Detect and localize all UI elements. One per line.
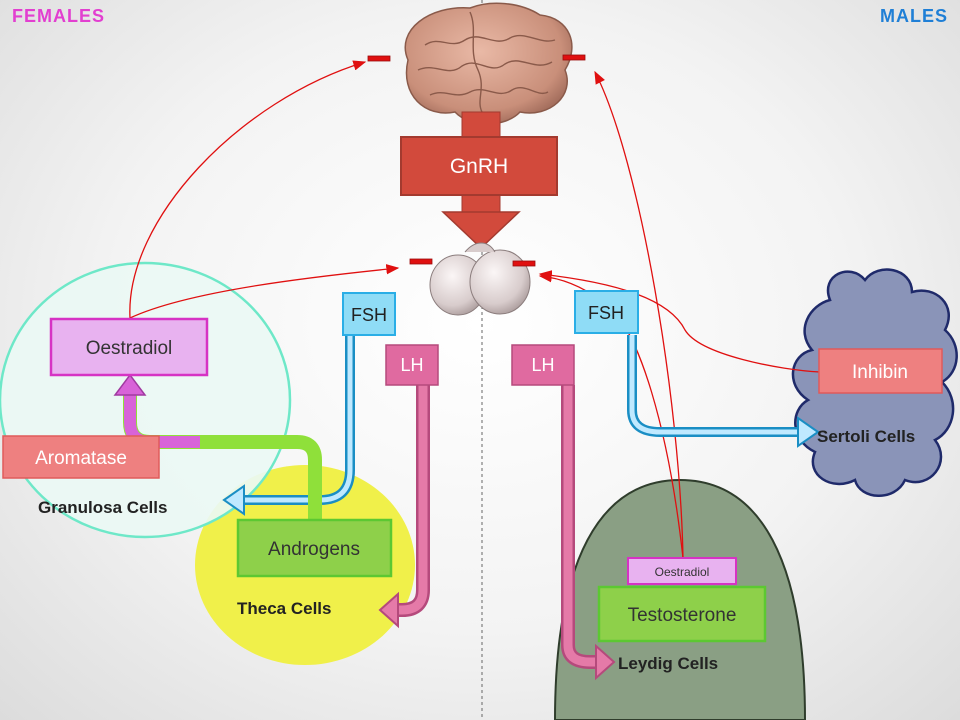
fsh-left-arrowhead [222,484,245,516]
males-title: MALES [880,6,948,26]
lh-left-arrowhead [378,591,399,629]
lh-left-label: LH [400,355,423,375]
females-title: FEMALES [12,6,106,26]
lh-right-label: LH [531,355,554,375]
gnrh-box [400,136,558,196]
oestradiol-to-brain-feedback [129,60,367,319]
gnrh-arrow [441,111,521,250]
inhibin-label: Inhibin [852,362,908,383]
oestradiol-arrowhead [113,373,147,396]
aromatase-box [2,435,160,479]
androgens-box [236,518,393,578]
androgens-label: Androgens [268,539,360,560]
lh-right-box [511,344,575,386]
fsh-right-label: FSH [588,303,624,323]
minus-sign-icon [367,55,391,62]
testosterone-to-brain-feedback [594,70,684,559]
inhibin-to-pituitary-feedback [538,270,821,373]
lh-left-box [385,344,439,386]
testosterone-label: Testosterone [628,605,737,626]
oestradiol-label: Oestradiol [86,338,173,359]
granulosa-cells-label: Granulosa Cells [38,498,167,517]
theca-cells-label: Theca Cells [237,599,332,618]
leydig-cells-label: Leydig Cells [618,654,718,673]
fsh-left-label: FSH [351,305,387,325]
fsh-right-path [627,335,800,437]
lh-right-arrowhead [595,643,616,681]
minus-sign-icon [562,54,586,61]
oestradiol-box [49,317,209,377]
pituitary-gland-icon [429,242,531,316]
brain-icon [404,2,573,125]
male-oestradiol-box [627,557,737,585]
inhibin-box [818,348,943,394]
fsh-right-arrowhead [797,416,820,448]
gnrh-label: GnRH [450,155,508,178]
aromatase-label: Aromatase [35,448,127,469]
sertoli-cells-label: Sertoli Cells [817,427,915,446]
minus-sign-icon [409,258,433,265]
oestradiol-to-pituitary-feedback [129,264,400,319]
fsh-right-box [574,290,639,334]
male-oestradiol-label: Oestradiol [655,565,710,579]
fsh-left-box [342,292,396,336]
testosterone-box [597,585,767,643]
minus-sign-icon [512,260,536,267]
